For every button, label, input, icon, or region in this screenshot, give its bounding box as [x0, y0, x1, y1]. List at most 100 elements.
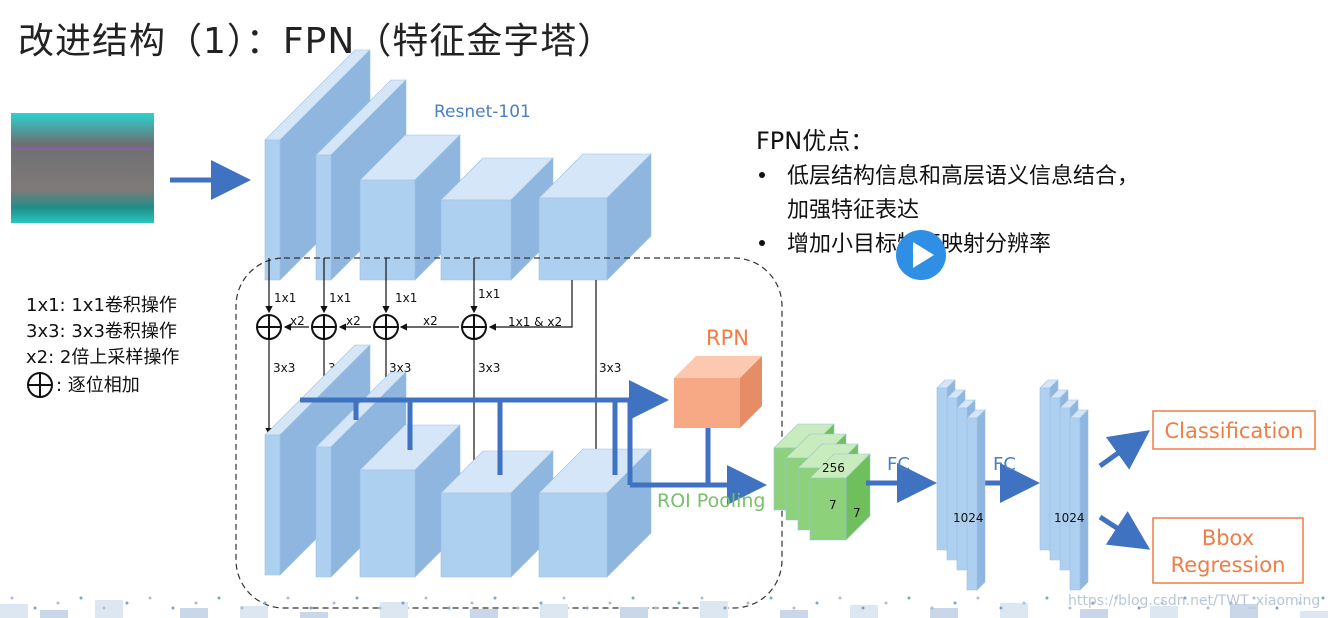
deco-dot: [171, 606, 175, 610]
deco-dot: [884, 601, 888, 605]
pyramid-blocks: [264, 344, 652, 578]
deco-bar-8: [470, 609, 498, 618]
deco-dot: [33, 606, 37, 610]
pyramid-block-2-face: [315, 446, 332, 578]
conv-label-3: 1x1: [395, 291, 417, 305]
deco-dot: [815, 601, 819, 605]
deco-dot: [516, 606, 520, 610]
deco-bar-3: [95, 600, 123, 618]
deco-bar-5: [240, 606, 268, 618]
deco-bar-15: [1000, 603, 1028, 618]
fc-label-2: FC: [993, 454, 1016, 475]
deco-dot: [1022, 601, 1026, 605]
bottom-decoration: [0, 596, 1328, 618]
roi-slice-4-face: [809, 477, 847, 541]
backbone-block-2-face: [315, 154, 332, 281]
deco-dot: [355, 596, 359, 600]
deco-dot: [746, 601, 750, 605]
pyramid-block-5-face: [538, 492, 608, 578]
cls-arrow: [1098, 430, 1151, 470]
deco-dot: [424, 596, 428, 600]
fc2-layer-4: [1069, 409, 1089, 591]
play-icon: [913, 242, 934, 268]
deco-dot: [493, 596, 497, 600]
fc-label-1: FC: [887, 454, 910, 475]
deco-dot: [562, 596, 566, 600]
deco-dot: [654, 606, 658, 610]
bbox-arrow: [1098, 511, 1151, 550]
deco-dot: [631, 596, 635, 600]
deco-dot: [585, 606, 589, 610]
lateral-connections: [265, 258, 573, 331]
deco-dot: [953, 601, 957, 605]
advantages-heading: FPN优点：: [756, 127, 874, 155]
smooth-label-3: 3x3: [389, 361, 411, 375]
advantage-1: 低层结构信息和高层语义信息结合，: [787, 164, 1139, 189]
deco-dot: [378, 606, 382, 610]
deco-dot: [240, 606, 244, 610]
deco-dot: [677, 601, 681, 605]
deco-bar-10: [620, 607, 648, 618]
conv-label-1: 1x1: [274, 291, 296, 305]
deco-dot: [1114, 596, 1118, 600]
conv-label-4: 1x1: [478, 287, 500, 301]
conv-label-2: 1x1: [329, 291, 351, 305]
backbone-blocks: [264, 49, 652, 281]
watermark: https://blog.csdn.net/TWT_xiaoming: [1068, 593, 1320, 609]
deco-dot: [1137, 606, 1141, 610]
deco-dot: [1252, 596, 1256, 600]
deco-dot: [700, 596, 704, 600]
deco-bar-11: [700, 601, 728, 618]
legend-1x1: 1x1: 1x1卷积操作: [26, 295, 177, 316]
bbox-label-line-2: Regression: [1171, 553, 1286, 577]
play-button[interactable]: [896, 230, 946, 280]
deco-bar-13: [850, 605, 878, 618]
fc-dim-1: 1024: [953, 511, 984, 525]
deco-dot: [792, 606, 796, 610]
deco-bar-7: [380, 602, 408, 618]
deco-dot: [608, 601, 612, 605]
pyramid-block-5: [538, 448, 652, 578]
roi-pooled-stack: [773, 423, 871, 541]
deco-dot: [217, 596, 221, 600]
upsample-label-1: x2: [290, 314, 305, 328]
fc1-layer-4-face: [966, 417, 978, 591]
bbox-regression-box: [1152, 517, 1304, 584]
fpn-region: [235, 257, 783, 609]
input-image: [11, 113, 154, 223]
deco-dot: [999, 606, 1003, 610]
deco-bar-14: [930, 608, 958, 618]
fc1-layer-3-face: [956, 407, 968, 571]
deco-dot: [10, 596, 14, 600]
slide-title: 改进结构（1）：FPN（特征金字塔）: [18, 21, 615, 62]
fc1-layer-4: [966, 409, 986, 591]
deco-dot: [861, 606, 865, 610]
smooth-label-1: 3x3: [273, 361, 295, 375]
pyramid-block-1-face: [264, 434, 281, 576]
deco-dot: [930, 606, 934, 610]
deco-dot: [125, 601, 129, 605]
deco-dot: [1229, 601, 1233, 605]
rpn-connectors: [300, 380, 767, 505]
add-op-1: [256, 314, 282, 340]
legend-x2: x2: 2倍上采样操作: [26, 347, 179, 368]
fc2-layer-3-face: [1059, 407, 1071, 571]
upsample-label-2: x2: [346, 314, 361, 328]
roi-label: ROI Pooling: [657, 490, 766, 512]
backbone-block-4: [440, 157, 554, 281]
legend-3x3: 3x3: 3x3卷积操作: [26, 321, 177, 342]
deco-dot: [539, 601, 543, 605]
deco-bar-19: [1300, 611, 1328, 618]
roi-slice-4: [809, 453, 871, 541]
fc-dim-2: 1024: [1054, 511, 1085, 525]
deco-dot: [838, 596, 842, 600]
roi-dim-w: 7: [853, 506, 861, 520]
deco-dot: [723, 606, 727, 610]
upsample-label-3: x2: [423, 314, 438, 328]
deco-bar-4: [180, 608, 208, 618]
deco-dot: [102, 606, 106, 610]
backbone-block-5-face: [538, 197, 608, 281]
fc-layers: [936, 379, 1089, 591]
advantage-bullet-2: [759, 240, 765, 246]
